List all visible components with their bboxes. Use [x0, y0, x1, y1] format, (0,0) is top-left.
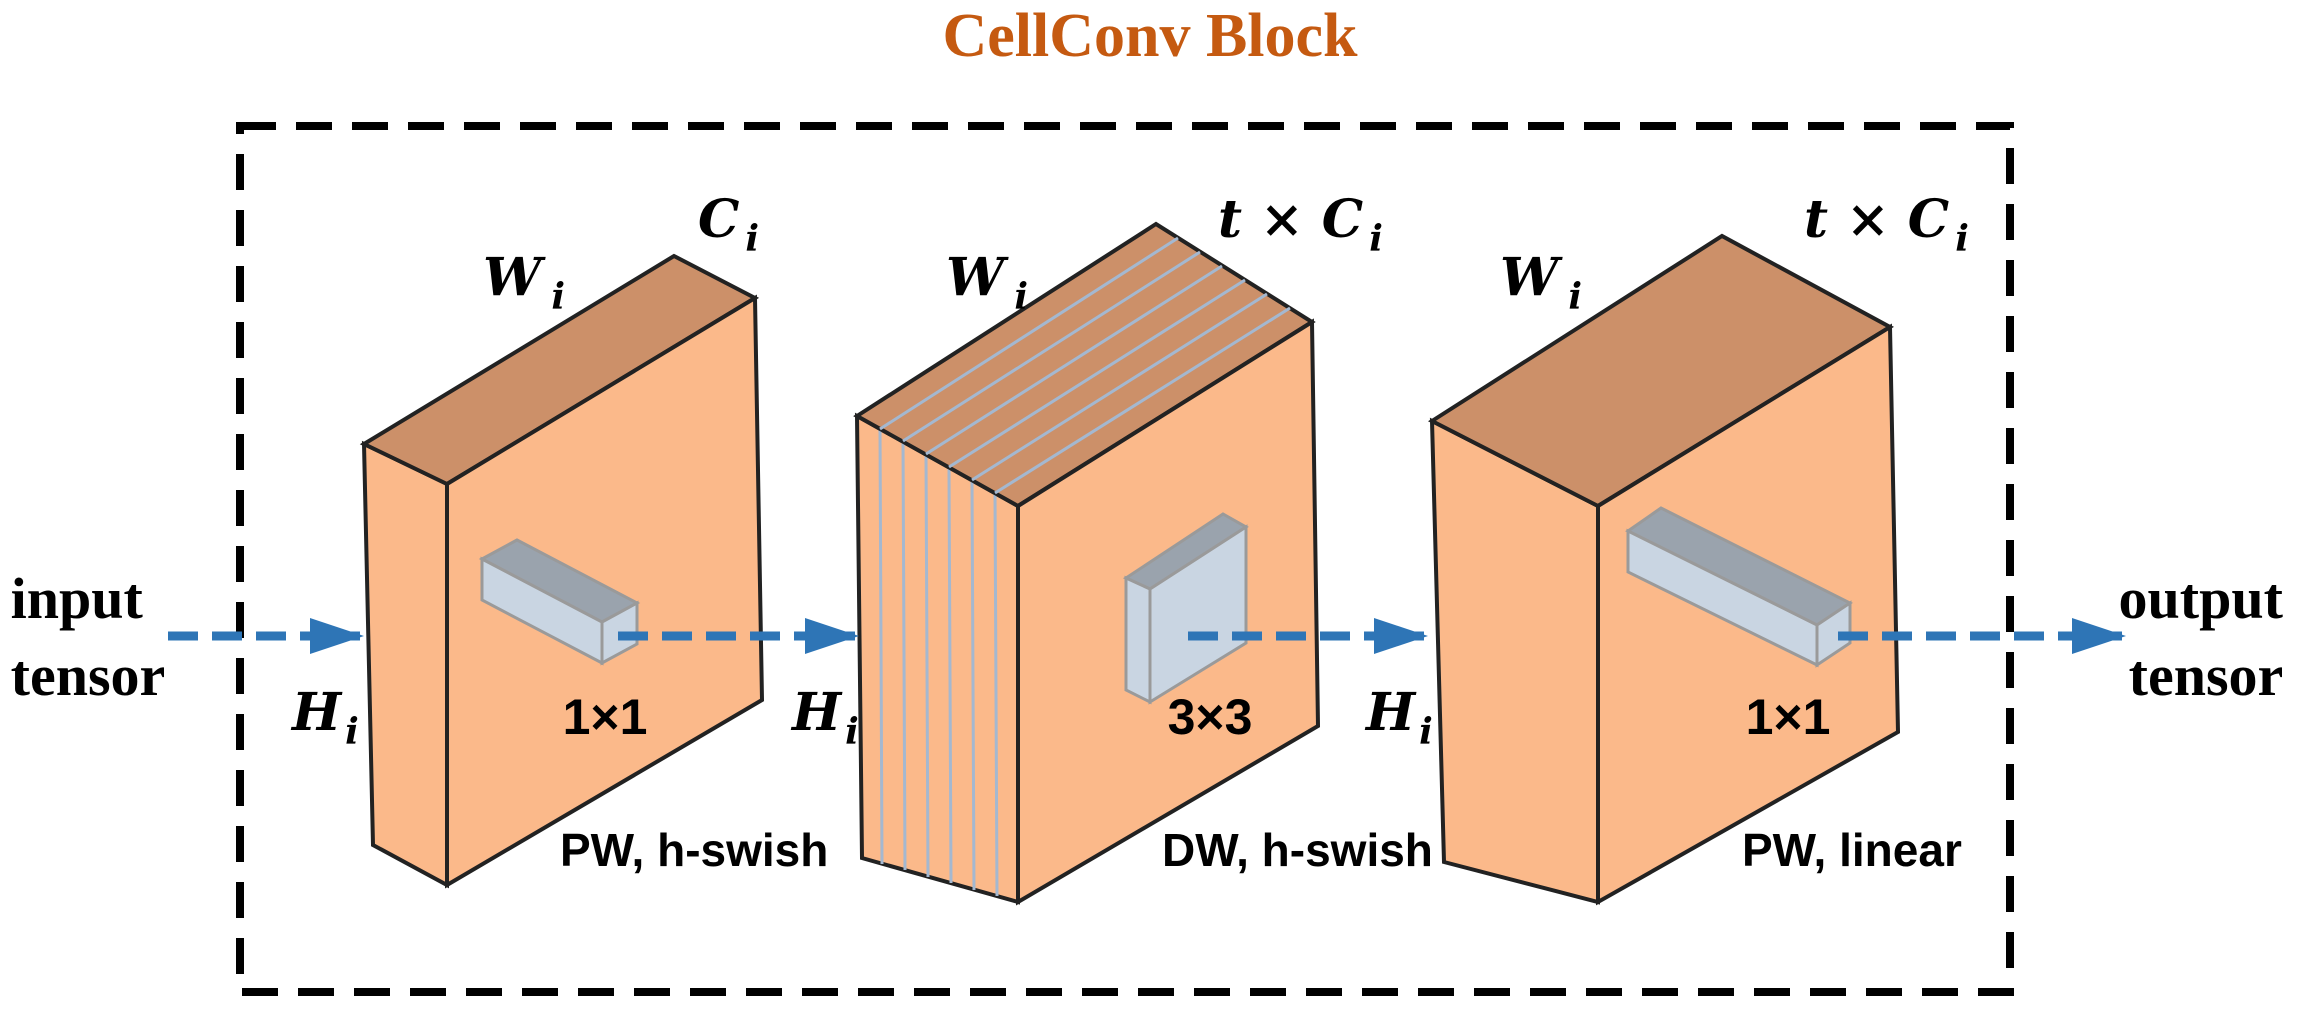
- block-1-height-symbol: H: [290, 682, 343, 743]
- feature-map-2: [853, 221, 1321, 906]
- block-2-width-symbol: W: [946, 247, 1009, 308]
- channel-slices-top: [879, 236, 1291, 495]
- block-1-width-symbol: W: [483, 247, 546, 308]
- block-3-channels-subscript: i: [1955, 218, 1969, 260]
- input-label-line-2: tensor: [11, 643, 166, 708]
- block-boundary: [236, 122, 2014, 996]
- diagram-title: CellConv Block: [942, 2, 1358, 70]
- block-3-channels-symbol: C: [1908, 189, 1949, 250]
- block-3-channels-prefix: t ×: [1804, 189, 1908, 250]
- block-2-channels-prefix: t ×: [1218, 189, 1322, 250]
- block-1-channels-symbol: C: [698, 189, 739, 250]
- feature-map-1-left-face: [361, 440, 449, 889]
- block-3-width-subscript: i: [1568, 276, 1582, 318]
- block-3-height-symbol: H: [1364, 682, 1417, 743]
- kernel-2-left: [1124, 575, 1152, 705]
- input-label: input tensor: [11, 566, 166, 708]
- block-3-kernel-label: 1×1: [1746, 689, 1831, 745]
- block-2-height-symbol: H: [790, 682, 843, 743]
- block-1-channels-subscript: i: [745, 218, 759, 260]
- channel-slices-side: [878, 428, 999, 897]
- block-3-operation-label: PW, linear: [1742, 824, 1962, 876]
- block-2-channels-subscript: i: [1369, 218, 1383, 260]
- block-2-kernel-label: 3×3: [1168, 689, 1253, 745]
- output-label: output tensor: [2119, 566, 2298, 708]
- kernel-1: [478, 538, 641, 666]
- output-label-line-1: output: [2119, 566, 2284, 631]
- kernel-3: [1625, 506, 1853, 668]
- kernel-2: [1122, 512, 1249, 705]
- block-2-operation-label: DW, h-swish: [1162, 824, 1433, 876]
- block-3-width-symbol: W: [1500, 247, 1563, 308]
- block-2-channels-symbol: C: [1322, 189, 1363, 250]
- block-2-width-subscript: i: [1014, 276, 1028, 318]
- kernel-3-right: [1815, 600, 1852, 668]
- block-1-width-subscript: i: [551, 276, 565, 318]
- block-3-height-subscript: i: [1419, 711, 1433, 753]
- block-2-height-subscript: i: [845, 711, 859, 753]
- block-1-kernel-label: 1×1: [563, 689, 648, 745]
- kernel-2-front: [1148, 524, 1248, 705]
- block-1-operation-label: PW, h-swish: [560, 824, 828, 876]
- block-1-height-subscript: i: [345, 711, 359, 753]
- output-label-line-2: tensor: [2129, 643, 2284, 708]
- input-label-line-1: input: [11, 566, 144, 631]
